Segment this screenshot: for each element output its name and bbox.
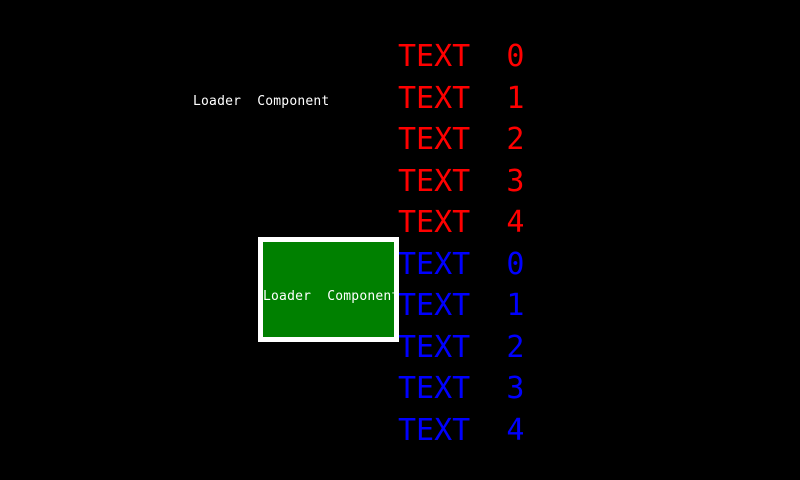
loader-box-label: Loader Component — [263, 289, 399, 304]
text-list-item[interactable]: TEXT 0 — [398, 39, 525, 74]
loader-component-box[interactable]: Loader Component — [258, 237, 399, 342]
text-list-item[interactable]: TEXT 3 — [398, 163, 525, 199]
text-list-item[interactable]: TEXT 3 — [398, 371, 525, 406]
text-list-item[interactable]: TEXT 4 — [398, 205, 525, 240]
text-list: TEXT 0 TEXT 1 TEXT 2 TEXT 3 TEXT 4 TEXT … — [398, 38, 598, 453]
text-list-item[interactable]: TEXT 1 — [398, 80, 525, 116]
text-list-item[interactable]: TEXT 4 — [398, 412, 525, 448]
text-list-item[interactable]: TEXT 2 — [398, 122, 525, 157]
text-list-item[interactable]: TEXT 1 — [398, 288, 525, 323]
loader-component-label: Loader Component — [193, 94, 330, 109]
text-list-item[interactable]: TEXT 2 — [398, 329, 525, 365]
text-list-item[interactable]: TEXT 0 — [398, 246, 525, 282]
